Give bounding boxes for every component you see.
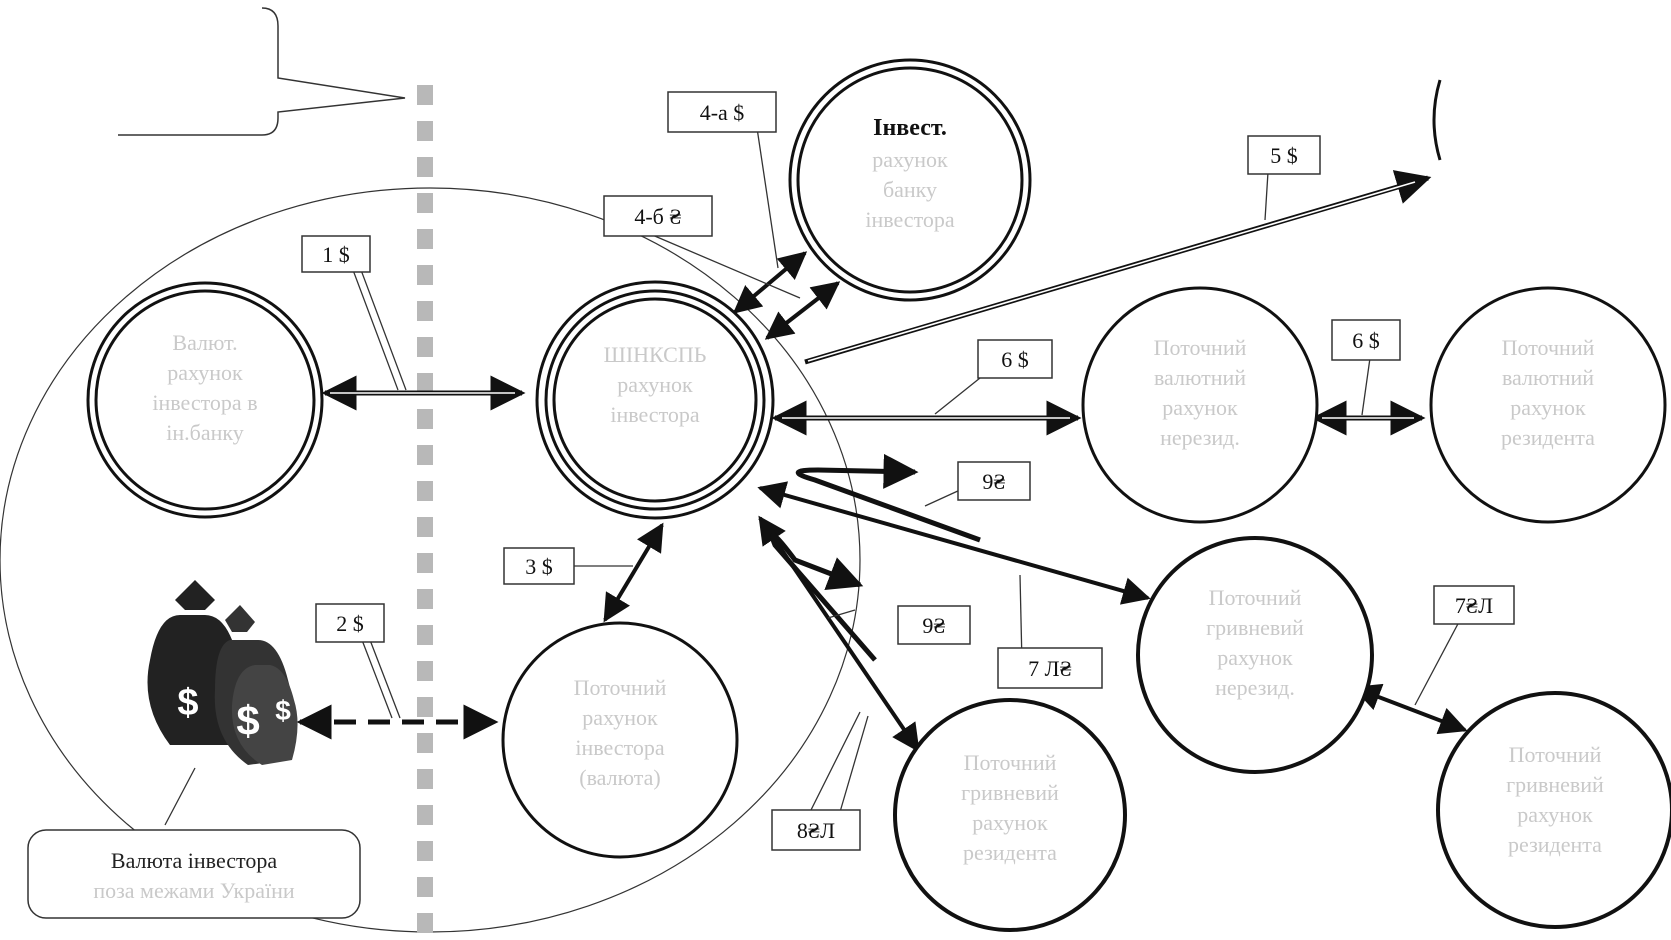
bottom-right-line-4: резидента <box>1508 832 1602 857</box>
far-right-line-4: резидента <box>1501 425 1595 450</box>
label-4a: 4-а $ <box>667 91 779 269</box>
node-current: Поточний рахунок інвестора (валюта) <box>501 621 739 859</box>
node-bottom: Поточний гривневий рахунок резидента <box>893 698 1127 932</box>
bottom-line-1: Поточний <box>964 750 1057 775</box>
label-7: 7 Л₴ <box>997 574 1103 689</box>
far-right-line-3: рахунок <box>1510 395 1586 420</box>
svg-text:8₴Л: 8₴Л <box>797 818 835 843</box>
left-line-2: рахунок <box>167 360 243 385</box>
left-line-1: Валют. <box>172 330 237 355</box>
bottom-right-line-3: рахунок <box>1517 802 1593 827</box>
callout-bubble <box>118 7 406 136</box>
node-bottom-right: Поточний гривневий рахунок резидента <box>1436 691 1671 929</box>
bottom-right-line-1: Поточний <box>1509 742 1602 767</box>
label-9a: 9₴ <box>924 461 1031 507</box>
flow-arrow-4a <box>732 251 808 314</box>
node-right1: Поточний валютний рахунок нерезид. <box>1081 286 1319 524</box>
bottom-line-3: рахунок <box>972 810 1048 835</box>
flow-loop-9b <box>770 532 877 662</box>
right1-line-4: нерезид. <box>1160 425 1240 450</box>
node-invest: Інвест. рахунок банку інвестора <box>788 58 1032 302</box>
label-6b: 6 $ <box>1331 319 1401 416</box>
money-bags-icon: $ $ $ <box>147 580 298 826</box>
invest-line-3: банку <box>883 177 937 202</box>
bottom-line-2: гривневий <box>961 780 1059 805</box>
caption-line-1: Валюта інвестора <box>111 848 277 873</box>
svg-text:9₴: 9₴ <box>922 613 945 638</box>
invest-line-4: інвестора <box>865 207 955 232</box>
partial-node-arc <box>1432 79 1442 161</box>
svg-text:5 $: 5 $ <box>1270 143 1298 168</box>
node-center: ШІНКСПЬ рахунок інвестора <box>535 280 775 520</box>
svg-text:3 $: 3 $ <box>525 554 553 579</box>
node-right2: Поточний гривневий рахунок нерезид. <box>1136 536 1374 774</box>
node-left: Валют. рахунок інвестора в ін.банку <box>86 281 324 519</box>
svg-text:7₴Л: 7₴Л <box>1455 593 1493 618</box>
flow-arrow-3 <box>603 522 664 623</box>
center-line-2: рахунок <box>617 372 693 397</box>
label-2: 2 $ <box>315 603 401 719</box>
svg-text:9₴: 9₴ <box>982 469 1005 494</box>
svg-text:6 $: 6 $ <box>1001 347 1029 372</box>
left-line-4: ін.банку <box>166 420 244 445</box>
bottom-right-line-2: гривневий <box>1506 772 1604 797</box>
far-right-line-1: Поточний <box>1502 335 1595 360</box>
right2-line-4: нерезид. <box>1215 675 1295 700</box>
label-5: 5 $ <box>1247 135 1321 221</box>
caption-line-2: поза межами України <box>93 878 295 903</box>
flow-loop-9a <box>795 453 981 543</box>
flow-arrow-7 <box>757 481 1151 605</box>
label-8: 8₴Л <box>771 711 869 851</box>
far-right-line-2: валютний <box>1502 365 1594 390</box>
right2-line-1: Поточний <box>1209 585 1302 610</box>
svg-text:$: $ <box>177 682 198 724</box>
current-line-4: (валюта) <box>579 765 660 790</box>
current-line-1: Поточний <box>574 675 667 700</box>
svg-text:4-б ₴: 4-б ₴ <box>634 204 681 229</box>
bottom-line-4: резидента <box>963 840 1057 865</box>
center-line-3: інвестора <box>610 402 700 427</box>
label-4b: 4-б ₴ <box>603 195 801 299</box>
svg-text:$: $ <box>236 697 259 744</box>
caption-box: Валюта інвестора поза межами України <box>27 829 361 919</box>
svg-text:6 $: 6 $ <box>1352 328 1380 353</box>
invest-line-1: Інвест. <box>873 115 947 141</box>
flow-arrow-4b <box>764 281 841 340</box>
label-3: 3 $ <box>503 547 633 585</box>
label-7b: 7₴Л <box>1414 585 1515 706</box>
label-6a: 6 $ <box>934 339 1053 415</box>
svg-text:1 $: 1 $ <box>322 242 350 267</box>
svg-text:2 $: 2 $ <box>336 611 364 636</box>
right1-line-2: валютний <box>1154 365 1246 390</box>
svg-text:$: $ <box>275 695 291 726</box>
flow-arrow-7b <box>1352 683 1468 735</box>
invest-line-2: рахунок <box>872 147 948 172</box>
center-line-1: ШІНКСПЬ <box>604 342 707 367</box>
current-line-3: інвестора <box>575 735 665 760</box>
label-9b: 9₴ <box>827 605 971 645</box>
label-1: 1 $ <box>301 235 407 391</box>
right2-line-2: гривневий <box>1206 615 1304 640</box>
current-line-2: рахунок <box>582 705 658 730</box>
svg-text:4-а $: 4-а $ <box>700 100 745 125</box>
right1-line-3: рахунок <box>1162 395 1238 420</box>
node-far-right: Поточний валютний рахунок резидента <box>1429 286 1667 524</box>
svg-text:7 Л₴: 7 Л₴ <box>1028 656 1072 681</box>
right2-line-3: рахунок <box>1217 645 1293 670</box>
right1-line-1: Поточний <box>1154 335 1247 360</box>
left-line-3: інвестора в <box>152 390 257 415</box>
